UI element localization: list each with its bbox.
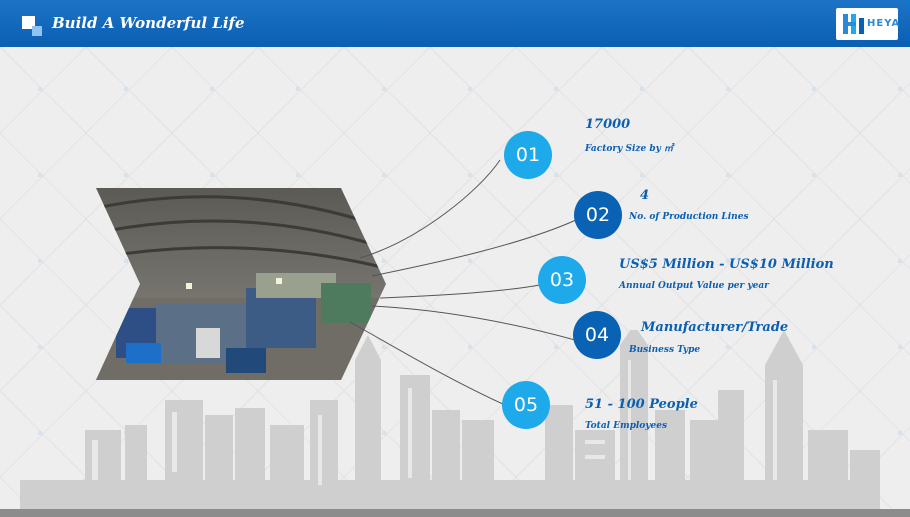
page-title: Build A Wonderful Life: [52, 14, 245, 32]
stat-value-production-lines: 4: [640, 188, 650, 203]
stat-label-employees: Total Employees: [585, 421, 668, 431]
stat-value-output-value: US$5 Million - US$10 Million: [619, 257, 834, 272]
stat-number-02: 02: [574, 191, 622, 239]
stat-label-production-lines: No. of Production Lines: [629, 212, 749, 222]
factory-production-line-photo: [96, 188, 386, 380]
stat-number-03: 03: [538, 256, 586, 304]
stat-number-05: 05: [502, 381, 550, 429]
stat-label-output-value: Annual Output Value per year: [619, 281, 769, 291]
city-skyline-image: [20, 330, 880, 510]
header-squares-accent-icon: [32, 26, 42, 36]
stat-label-business-type: Business Type: [629, 345, 701, 355]
header-bar: Build A Wonderful Life HEYA: [0, 0, 910, 47]
stat-number-01: 01: [504, 131, 552, 179]
stat-value-employees: 51 - 100 People: [585, 397, 698, 412]
footer-bar: [0, 509, 910, 517]
brand-logo-icon: [843, 14, 864, 34]
stat-label-factory-size: Factory Size by ㎡: [585, 144, 674, 154]
stat-number-04: 04: [573, 311, 621, 359]
stat-value-factory-size: 17000: [585, 117, 631, 132]
brand-name: HEYA: [867, 18, 901, 29]
brand-logo[interactable]: HEYA: [836, 8, 901, 40]
header-squares-icon: [22, 16, 35, 29]
stat-value-business-type: Manufacturer/Trade: [641, 320, 789, 335]
